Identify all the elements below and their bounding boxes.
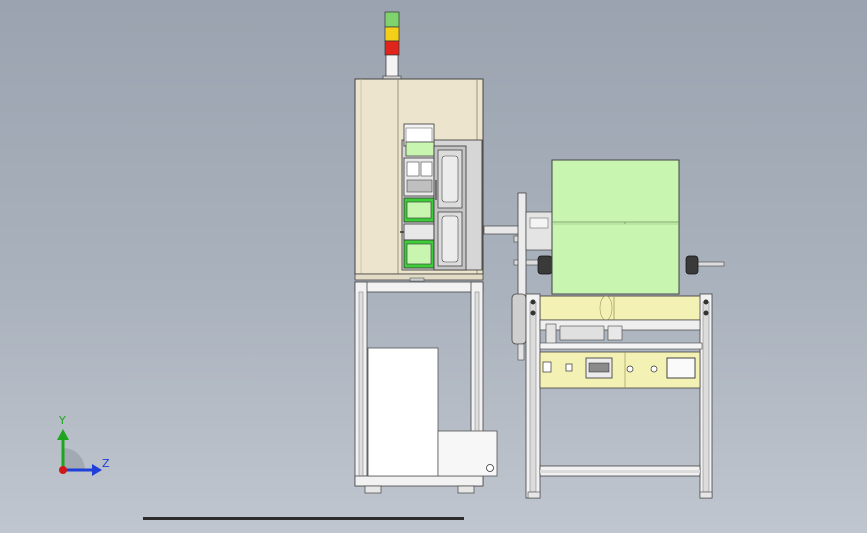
z-axis-label: Z: [102, 457, 110, 470]
coordinate-triad: [57, 429, 102, 476]
triad-quadrant-icon: [63, 448, 85, 470]
lower-frame[interactable]: [354, 281, 498, 494]
y-axis-arrow-head: [57, 429, 69, 440]
origin-point: [59, 466, 67, 474]
green-hopper[interactable]: [551, 159, 680, 295]
scale-bar: [143, 517, 464, 520]
winding-mechanism[interactable]: [400, 123, 483, 271]
yellow-roller[interactable]: [539, 295, 703, 321]
z-axis-arrow-head: [92, 464, 102, 476]
roller-assembly[interactable]: [511, 192, 699, 361]
right-frame[interactable]: [525, 293, 713, 499]
signal-tower[interactable]: [382, 11, 402, 80]
y-axis-label: Y: [59, 414, 66, 427]
